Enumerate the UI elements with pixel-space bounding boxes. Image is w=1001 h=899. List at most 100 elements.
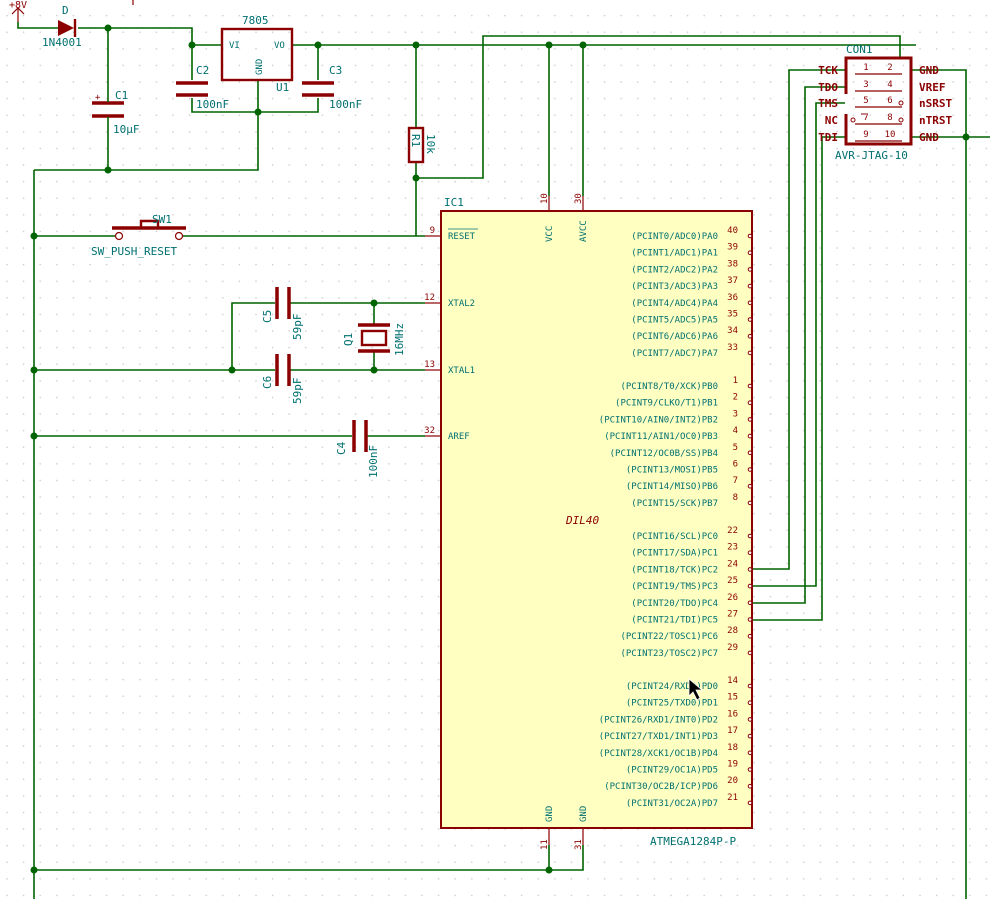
jtag-pin-number: 6 bbox=[887, 96, 892, 106]
ic-pin-number: 2 bbox=[733, 393, 738, 403]
ic-pin-name: XTAL2 bbox=[448, 299, 475, 309]
ic-pin-name: (PCINT19/TMS)PC3 bbox=[631, 582, 718, 592]
ic-pin-name: (PCINT21/TDI)PC5 bbox=[631, 616, 718, 626]
junction-dot bbox=[412, 174, 420, 182]
ic-pin-name: (PCINT26/RXD1/INT0)PD2 bbox=[599, 715, 718, 725]
ic-pin-name: (PCINT15/SCK)PB7 bbox=[631, 499, 718, 509]
regulator-u1[interactable]: VI VO GND 7805 U1 bbox=[220, 14, 294, 94]
ic-pin-name: (PCINT11/AIN1/OC0)PB3 bbox=[604, 432, 718, 442]
pin-end-marker bbox=[747, 433, 753, 439]
junction-dot bbox=[104, 24, 112, 32]
ic-pin-name: RESET bbox=[448, 232, 476, 242]
pin-end-marker bbox=[747, 767, 753, 772]
ic-pin-number: 7 bbox=[733, 476, 738, 486]
switch-sw1[interactable]: SW1 SW_PUSH_RESET bbox=[91, 213, 186, 258]
ic-pin-name: (PCINT5/ADC5)PA5 bbox=[631, 316, 718, 326]
crystal-q1[interactable]: Q1 16MHz bbox=[342, 323, 406, 356]
pin-end-marker bbox=[747, 450, 753, 456]
pin-end-marker bbox=[747, 483, 753, 489]
ic-pin-name: (PCINT31/OC2A)PD7 bbox=[626, 799, 718, 809]
ic-pin-number: 9 bbox=[430, 226, 435, 236]
pin-end-marker bbox=[747, 400, 753, 406]
jtag-right-label: nTRST bbox=[919, 114, 952, 127]
c6-ref: C6 bbox=[261, 376, 274, 389]
q1-value: 16MHz bbox=[393, 323, 406, 356]
jtag-pin-number: 5 bbox=[863, 96, 868, 106]
capacitor-c2[interactable]: C2 100nF bbox=[176, 64, 229, 111]
junction-dot bbox=[314, 41, 322, 49]
capacitor-c1[interactable]: + C1 10µF bbox=[92, 89, 140, 136]
capacitor-c4[interactable]: C4 100nF bbox=[335, 420, 380, 478]
ic-pin-name: GND bbox=[579, 806, 589, 822]
c5-value: 59pF bbox=[291, 314, 304, 341]
diode-d[interactable]: D 1N4001 bbox=[42, 4, 82, 49]
power-8v[interactable]: +8V bbox=[9, 0, 27, 22]
ic-pin-name: (PCINT29/OC1A)PD5 bbox=[626, 766, 718, 776]
junction-dot bbox=[545, 866, 553, 874]
ic-pin-number: 24 bbox=[727, 559, 738, 569]
pin-end-marker bbox=[747, 783, 753, 789]
ic-pin-number: 6 bbox=[733, 460, 738, 470]
jtag-left-label: TDO bbox=[818, 81, 838, 94]
pin-end-marker bbox=[747, 733, 753, 739]
jtag-pin-number: 4 bbox=[887, 80, 892, 90]
junction-dot bbox=[30, 432, 38, 440]
ic-pin-number: 22 bbox=[727, 526, 738, 536]
jtag-right-label: VREF bbox=[919, 81, 946, 94]
junction-dot bbox=[188, 41, 196, 49]
pin-end-marker bbox=[747, 617, 753, 622]
pin-end-marker bbox=[747, 750, 753, 756]
junctions bbox=[30, 24, 970, 874]
pin-end-marker bbox=[747, 383, 753, 389]
c6-value: 59pF bbox=[291, 378, 304, 405]
junction-dot bbox=[370, 366, 378, 374]
ic-pin-number: 15 bbox=[727, 693, 738, 703]
ic-pin-number: 16 bbox=[727, 709, 738, 719]
jtag-pin-number: 7 bbox=[863, 113, 868, 123]
capacitor-c3[interactable]: C3 100nF bbox=[302, 64, 362, 111]
jtag-pin-number: 1 bbox=[863, 63, 868, 73]
pin-end-marker bbox=[747, 533, 753, 539]
junction-dot bbox=[254, 108, 262, 116]
ic-pin-number: 18 bbox=[727, 743, 738, 753]
pin-end-marker bbox=[747, 550, 753, 556]
ic-pin-number: 40 bbox=[727, 226, 738, 236]
ic-pin-name: (PCINT28/XCK1/OC1B)PD4 bbox=[599, 749, 718, 759]
jtag-right-label: GND bbox=[919, 131, 939, 144]
ic-pin-number: 34 bbox=[727, 326, 738, 336]
ic-pin-number: 26 bbox=[727, 593, 738, 603]
junction-dot bbox=[104, 166, 112, 174]
ic-pin-number: 19 bbox=[727, 760, 738, 770]
capacitor-c5[interactable]: C5 59pF bbox=[261, 287, 304, 340]
junction-dot bbox=[962, 133, 970, 141]
capacitor-c6[interactable]: C6 59pF bbox=[261, 354, 304, 404]
ic-pin-number: 37 bbox=[727, 276, 738, 286]
c5-ref: C5 bbox=[261, 310, 274, 323]
pin-end-marker bbox=[747, 567, 753, 572]
pin-end-marker bbox=[747, 333, 753, 339]
pin-end-marker bbox=[747, 267, 753, 272]
ic-pin-name: (PCINT9/CLKO/T1)PB1 bbox=[615, 399, 718, 409]
ic-pin-name: (PCINT2/ADC2)PA2 bbox=[631, 265, 718, 275]
ic-body bbox=[440, 210, 753, 829]
ic-pin-number: 31 bbox=[574, 839, 584, 850]
jtag-pin-number: 3 bbox=[863, 80, 868, 90]
ic-right-pins: 40(PCINT0/ADC0)PA039(PCINT1/ADC1)PA138(P… bbox=[599, 226, 753, 809]
nc-pin-marker bbox=[898, 100, 904, 106]
pin-end-marker bbox=[747, 683, 753, 689]
junction-dot bbox=[228, 366, 236, 374]
jtag-left-label: NC bbox=[825, 114, 838, 127]
ic-pin-number: 23 bbox=[727, 543, 738, 553]
ic-pin-number: 28 bbox=[727, 626, 738, 636]
r1-value: 10k bbox=[424, 134, 437, 154]
pin-end-marker bbox=[747, 317, 753, 322]
ic-pin-name: (PCINT25/TXD0)PD1 bbox=[626, 699, 718, 709]
ic-atmega1284p[interactable]: IC1 ATMEGA1284P-P DIL40 9RESET12XTAL213X… bbox=[424, 193, 753, 850]
jtag-left-label: TDI bbox=[818, 131, 838, 144]
pin-end-marker bbox=[747, 700, 753, 706]
ic-value: ATMEGA1284P-P bbox=[650, 835, 736, 848]
resistor-r1[interactable]: R1 10k bbox=[407, 126, 437, 164]
